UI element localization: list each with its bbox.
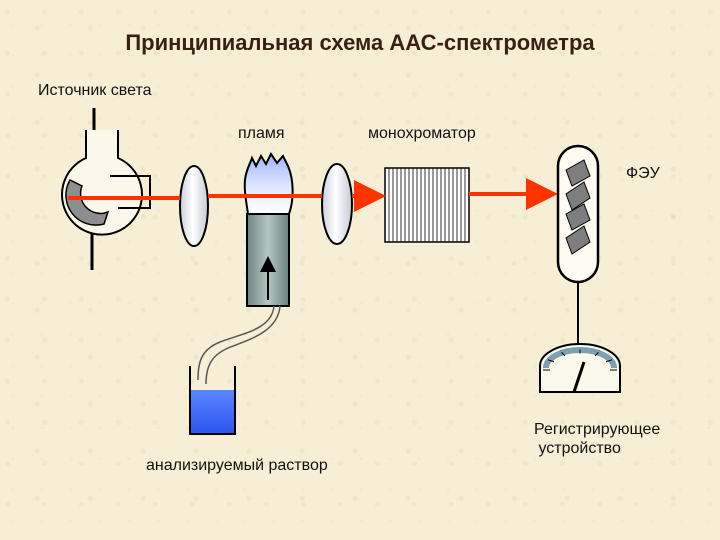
photomultiplier-label: ФЭУ (626, 165, 660, 182)
meter-tick (594, 352, 599, 357)
flame (243, 152, 294, 215)
monochromator (384, 167, 470, 243)
lens-1 (179, 165, 209, 247)
flame-label: пламя (238, 125, 285, 142)
recorder-label: Регистрирующее устройство (534, 420, 660, 458)
monochromator-label: монохроматор (368, 125, 476, 142)
solution-beaker (189, 366, 236, 435)
recorder-meter (539, 343, 621, 393)
light-source-label: Источник света (38, 82, 152, 99)
hollow-cathode-lamp (61, 108, 151, 270)
capillary-tube (197, 305, 275, 381)
recorder-label-line1: Регистрирующее (534, 421, 661, 438)
meter-tick (547, 359, 555, 363)
meter-ticks (543, 349, 617, 371)
recorder-label-line2: устройство (534, 440, 621, 457)
meter-needle (572, 361, 586, 393)
photomultiplier-tube (556, 144, 600, 344)
lens-2 (321, 163, 353, 245)
solution-label: анализируемый раствор (146, 457, 328, 474)
meter-tick (605, 359, 613, 363)
meter-tick (561, 352, 566, 357)
diagram-title: Принципиальная схема ААС-спектрометра (125, 30, 595, 55)
solution-liquid (190, 390, 234, 434)
